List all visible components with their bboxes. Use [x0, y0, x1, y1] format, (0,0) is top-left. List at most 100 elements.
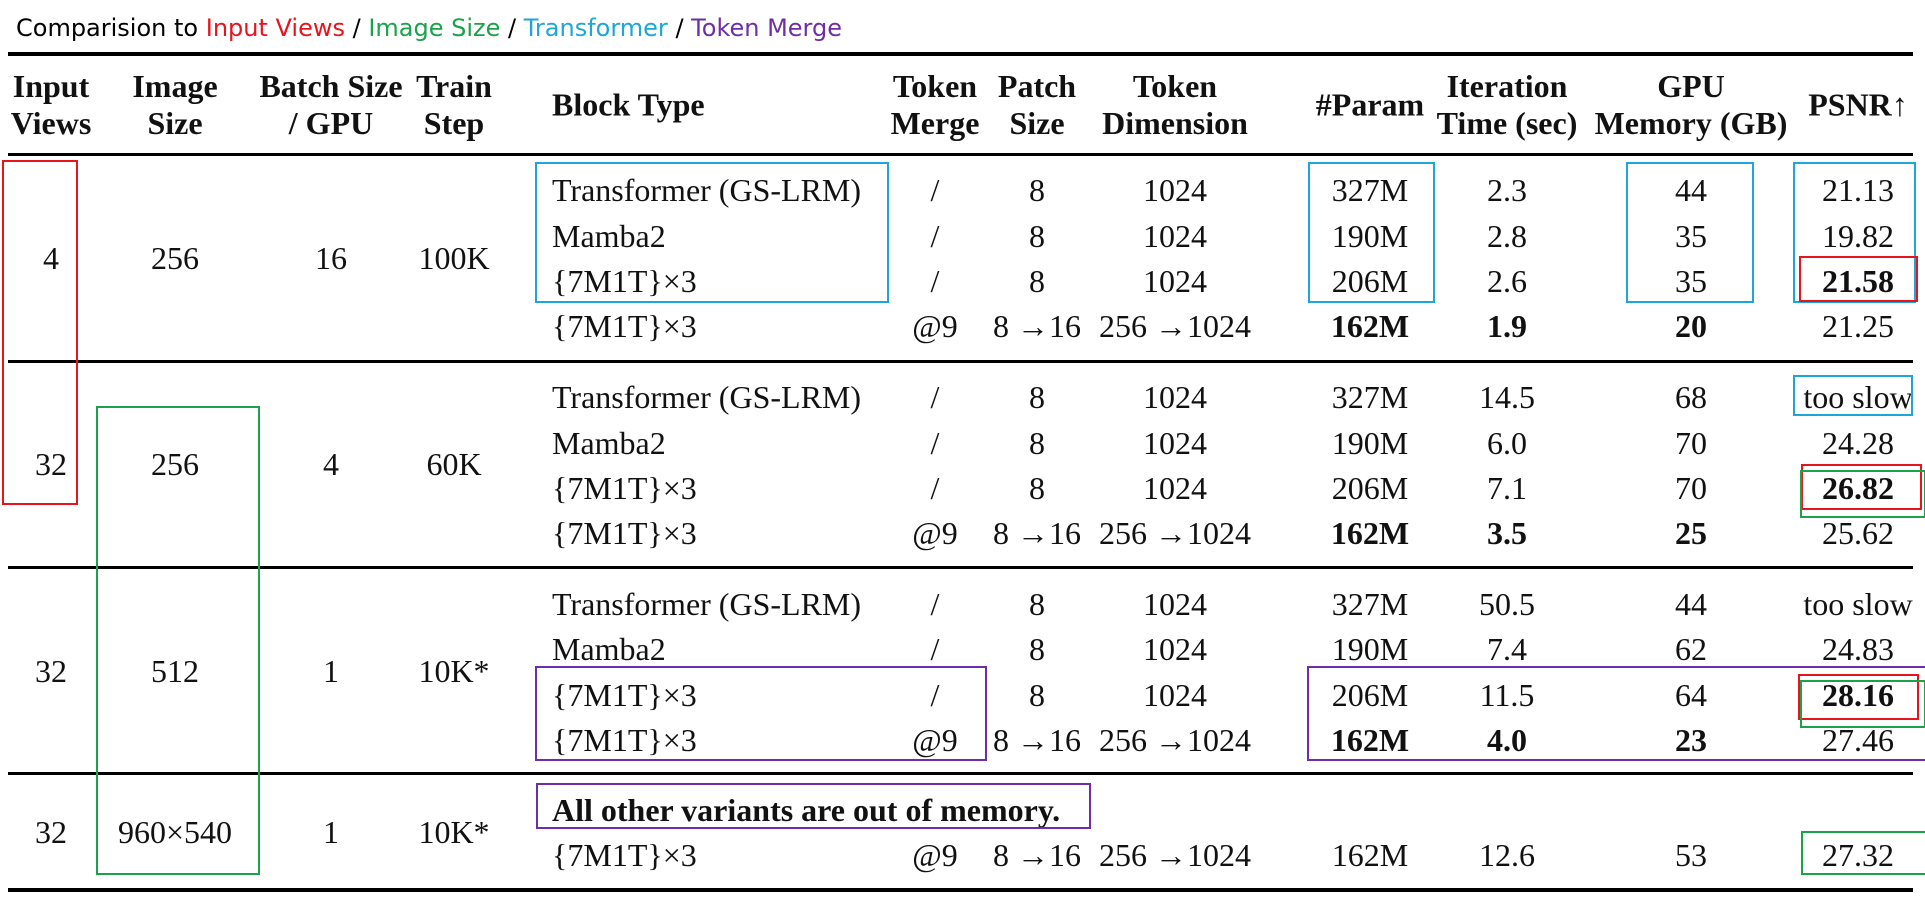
input-views-cell: 32	[35, 653, 67, 689]
token-merge-cell: /	[930, 379, 940, 415]
patch-size-cell: 8 →16	[993, 308, 1081, 344]
header-rule	[8, 153, 1913, 156]
params-cell: 162M	[1331, 837, 1409, 873]
params-cell: 327M	[1331, 379, 1409, 415]
psnr-cell: 27.32	[1822, 837, 1894, 873]
token-merge-cell: /	[930, 631, 940, 667]
header-block-type: Block Type	[552, 86, 705, 123]
iteration-time-cell: 2.6	[1487, 263, 1527, 299]
token-dimension-cell: 256 →1024	[1099, 515, 1251, 551]
block-type-cell: {7M1T}×3	[552, 308, 697, 344]
psnr-cell: 26.82	[1822, 470, 1894, 506]
legend-transformer: Transformer	[523, 14, 668, 42]
group-rule	[8, 772, 1913, 775]
patch-size-cell: 8	[1029, 631, 1045, 667]
params-cell: 327M	[1331, 172, 1409, 208]
token-dimension-cell: 256 →1024	[1099, 722, 1251, 758]
iteration-time-cell: 6.0	[1487, 425, 1527, 461]
psnr-cell: 24.83	[1822, 631, 1894, 667]
block-type-cell: Mamba2	[552, 425, 666, 461]
psnr-cell: 19.82	[1822, 218, 1894, 254]
header-psnr: PSNR↑	[1808, 86, 1908, 123]
psnr-cell: 21.13	[1822, 172, 1894, 208]
token-merge-cell: /	[930, 677, 940, 713]
params-cell: 190M	[1331, 218, 1409, 254]
highlight-token-merge-block	[535, 666, 987, 761]
train-step-cell: 60K	[426, 446, 482, 482]
gpu-memory-cell: 25	[1675, 515, 1707, 551]
iteration-time-cell: 7.4	[1487, 631, 1527, 667]
block-type-cell: Mamba2	[552, 218, 666, 254]
params-cell: 206M	[1331, 263, 1409, 299]
image-size-cell: 512	[151, 653, 199, 689]
token-dimension-cell: 1024	[1143, 470, 1207, 506]
train-step-cell: 10K*	[418, 653, 490, 689]
gpu-memory-cell: 70	[1675, 470, 1707, 506]
params-cell: 190M	[1331, 425, 1409, 461]
iteration-time-cell: 14.5	[1479, 379, 1535, 415]
gpu-memory-cell: 35	[1675, 218, 1707, 254]
token-dimension-cell: 1024	[1143, 379, 1207, 415]
legend-separator: /	[675, 14, 684, 42]
iteration-time-cell: 11.5	[1479, 677, 1535, 713]
params-cell: 162M	[1330, 722, 1410, 758]
legend-separator: /	[352, 14, 361, 42]
patch-size-cell: 8 →16	[993, 722, 1081, 758]
legend-token-merge: Token Merge	[691, 14, 843, 42]
block-type-cell: Transformer (GS-LRM)	[552, 379, 862, 415]
token-merge-cell: /	[930, 263, 940, 299]
gpu-memory-cell: 20	[1675, 308, 1707, 344]
highlight-too-slow	[1793, 375, 1913, 416]
token-merge-cell: @9	[912, 837, 958, 873]
batch-size-cell: 1	[323, 653, 339, 689]
token-dimension-cell: 256 →1024	[1099, 837, 1251, 873]
params-cell: 206M	[1331, 677, 1409, 713]
params-cell: 206M	[1331, 470, 1409, 506]
block-type-cell: {7M1T}×3	[552, 263, 697, 299]
iteration-time-cell: 4.0	[1487, 722, 1527, 758]
token-dimension-cell: 1024	[1143, 631, 1207, 667]
highlight-best-psnr	[1798, 674, 1919, 720]
comparison-legend: Comparision to Input Views / Image Size …	[16, 14, 842, 42]
token-dimension-cell: 256 →1024	[1099, 308, 1251, 344]
legend-separator: /	[508, 14, 517, 42]
highlight-image-size-psnr	[1800, 470, 1925, 518]
psnr-cell: 21.58	[1822, 263, 1894, 299]
header-params: #Param	[1315, 86, 1425, 123]
psnr-cell: 28.16	[1822, 677, 1894, 713]
iteration-time-cell: 2.3	[1487, 172, 1527, 208]
gpu-memory-cell: 70	[1675, 425, 1707, 461]
group-rule	[8, 360, 1913, 363]
psnr-cell: 24.28	[1822, 425, 1894, 461]
patch-size-cell: 8	[1029, 677, 1045, 713]
gpu-memory-cell: 68	[1675, 379, 1707, 415]
batch-size-cell: 4	[323, 446, 339, 482]
highlight-image-size-psnr	[1801, 831, 1925, 875]
patch-size-cell: 8	[1029, 586, 1045, 622]
token-dimension-cell: 1024	[1143, 586, 1207, 622]
token-dimension-cell: 1024	[1143, 425, 1207, 461]
block-type-cell: {7M1T}×3	[552, 677, 697, 713]
train-step-cell: 100K	[418, 240, 490, 276]
input-views-cell: 32	[35, 446, 67, 482]
gpu-memory-cell: 35	[1675, 263, 1707, 299]
highlight-input-views	[2, 160, 78, 505]
block-type-cell: Transformer (GS-LRM)	[552, 172, 862, 208]
token-merge-cell: @9	[912, 722, 958, 758]
token-merge-cell: @9	[912, 515, 958, 551]
highlight-transformer-gpu	[1626, 162, 1754, 303]
out-of-memory-note: All other variants are out of memory.	[552, 792, 1061, 828]
gpu-memory-cell: 44	[1675, 586, 1707, 622]
psnr-cell: too slow	[1803, 586, 1913, 622]
params-cell: 162M	[1330, 308, 1410, 344]
header-batch-size: Batch Size/ GPU	[259, 68, 403, 141]
psnr-cell: too slow	[1803, 379, 1913, 415]
image-size-cell: 256	[151, 240, 199, 276]
gpu-memory-cell: 53	[1675, 837, 1707, 873]
params-cell: 190M	[1331, 631, 1409, 667]
iteration-time-cell: 7.1	[1487, 470, 1527, 506]
highlight-best-psnr	[1801, 464, 1922, 510]
iteration-time-cell: 50.5	[1479, 586, 1535, 622]
